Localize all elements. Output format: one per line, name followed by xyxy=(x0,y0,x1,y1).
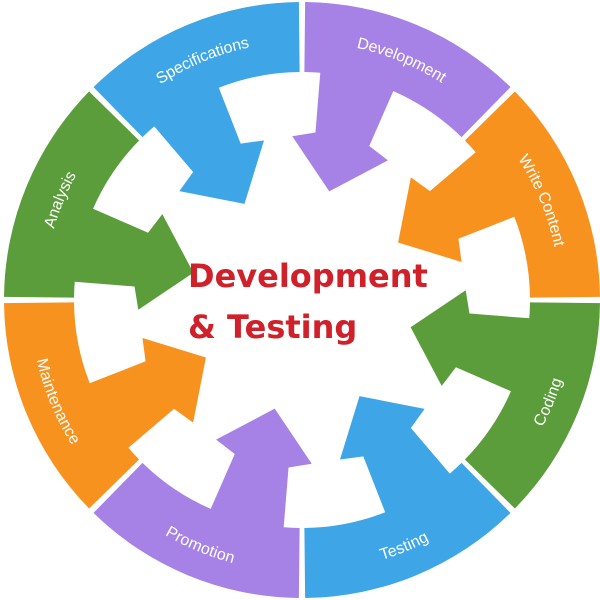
segment-write-content xyxy=(398,91,600,298)
center-title-line2: & Testing xyxy=(188,308,357,346)
segment-development xyxy=(292,2,511,192)
segment-coding xyxy=(410,290,600,509)
segment-promotion xyxy=(93,408,312,598)
segments-layer xyxy=(4,2,600,598)
segment-testing xyxy=(304,396,511,598)
center-title-line1: Development xyxy=(188,257,428,295)
segment-maintenance xyxy=(4,302,206,509)
segment-specifications xyxy=(93,2,300,204)
center-title: Development & Testing xyxy=(188,257,428,346)
segment-analysis xyxy=(4,91,194,310)
